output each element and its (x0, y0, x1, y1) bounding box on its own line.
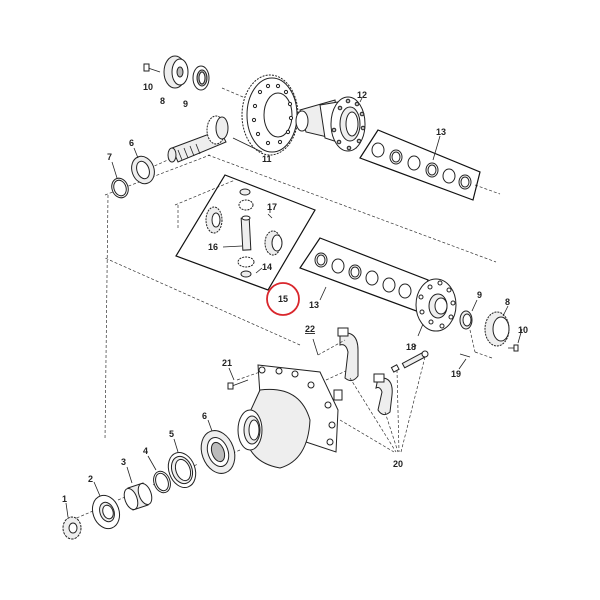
part-3-spacer-sleeve[interactable] (122, 466, 155, 511)
part-6-bearing-top[interactable] (128, 147, 158, 187)
callout-8-right[interactable]: 8 (505, 297, 510, 307)
part-1-nut[interactable] (62, 502, 82, 540)
part-4-snap-ring[interactable] (147, 455, 173, 495)
callout-21[interactable]: 21 (222, 358, 232, 368)
callout-9-right[interactable]: 9 (477, 290, 482, 300)
part-6-bearing-lower[interactable] (195, 419, 240, 478)
part-7-ring[interactable] (109, 161, 131, 200)
part-13-clutch-kit-lower[interactable] (299, 237, 429, 313)
part-2-flange-washer[interactable] (88, 481, 124, 532)
callout-16[interactable]: 16 (208, 242, 218, 252)
part-13-clutch-kit-top[interactable] (359, 129, 481, 201)
callout-6-lower[interactable]: 6 (202, 411, 207, 421)
part-20-bearing-caps[interactable] (337, 327, 426, 453)
part-18-case-half[interactable] (415, 278, 457, 337)
callout-6-top[interactable]: 6 (129, 138, 134, 148)
callout-10-right[interactable]: 10 (518, 325, 528, 335)
callout-12[interactable]: 12 (357, 90, 367, 100)
callout-13-lower[interactable]: 13 (309, 300, 319, 310)
part-19-bolt-center[interactable] (390, 344, 429, 373)
callout-15[interactable]: 15 (278, 294, 288, 304)
part-8-bearing-top[interactable] (163, 55, 189, 89)
callout-22[interactable]: 22 (305, 324, 315, 334)
part-5-seal[interactable] (164, 438, 201, 491)
part-19-bolt-right[interactable] (458, 353, 471, 370)
callout-7[interactable]: 7 (107, 152, 112, 162)
part-11-ring-and-pinion[interactable] (167, 74, 299, 163)
callout-20[interactable]: 20 (393, 459, 403, 469)
callout-18[interactable]: 18 (406, 342, 416, 352)
part-10-bolt-top[interactable] (143, 63, 161, 73)
callout-4[interactable]: 4 (143, 446, 148, 456)
callout-3[interactable]: 3 (121, 457, 126, 467)
callout-19-right[interactable]: 19 (451, 369, 461, 379)
part-15-spider-gear-kit[interactable] (175, 174, 316, 291)
callout-5[interactable]: 5 (169, 429, 174, 439)
callout-17[interactable]: 17 (267, 202, 277, 212)
callout-labels: 1 2 3 4 5 6 6 7 8 8 9 9 10 10 11 12 13 1… (62, 82, 528, 504)
part-10-bolt-right[interactable] (508, 328, 523, 352)
part-12-differential-case[interactable] (295, 96, 366, 152)
part-9-bearing-cup-right[interactable] (459, 299, 478, 330)
callout-13-top[interactable]: 13 (436, 127, 446, 137)
part-21-bolt[interactable] (227, 367, 249, 390)
part-8-bearing-right[interactable] (484, 305, 510, 347)
callout-1[interactable]: 1 (62, 494, 67, 504)
callout-10-top[interactable]: 10 (143, 82, 153, 92)
callout-8-top[interactable]: 8 (160, 96, 165, 106)
highlight-circle (266, 282, 300, 316)
part-22-housing[interactable] (237, 338, 346, 469)
callout-11[interactable]: 11 (262, 154, 272, 164)
callout-14[interactable]: 14 (262, 262, 272, 272)
part-9-bearing-cup-top[interactable] (192, 65, 210, 91)
callout-2[interactable]: 2 (88, 474, 93, 484)
callout-9-top[interactable]: 9 (183, 99, 188, 109)
